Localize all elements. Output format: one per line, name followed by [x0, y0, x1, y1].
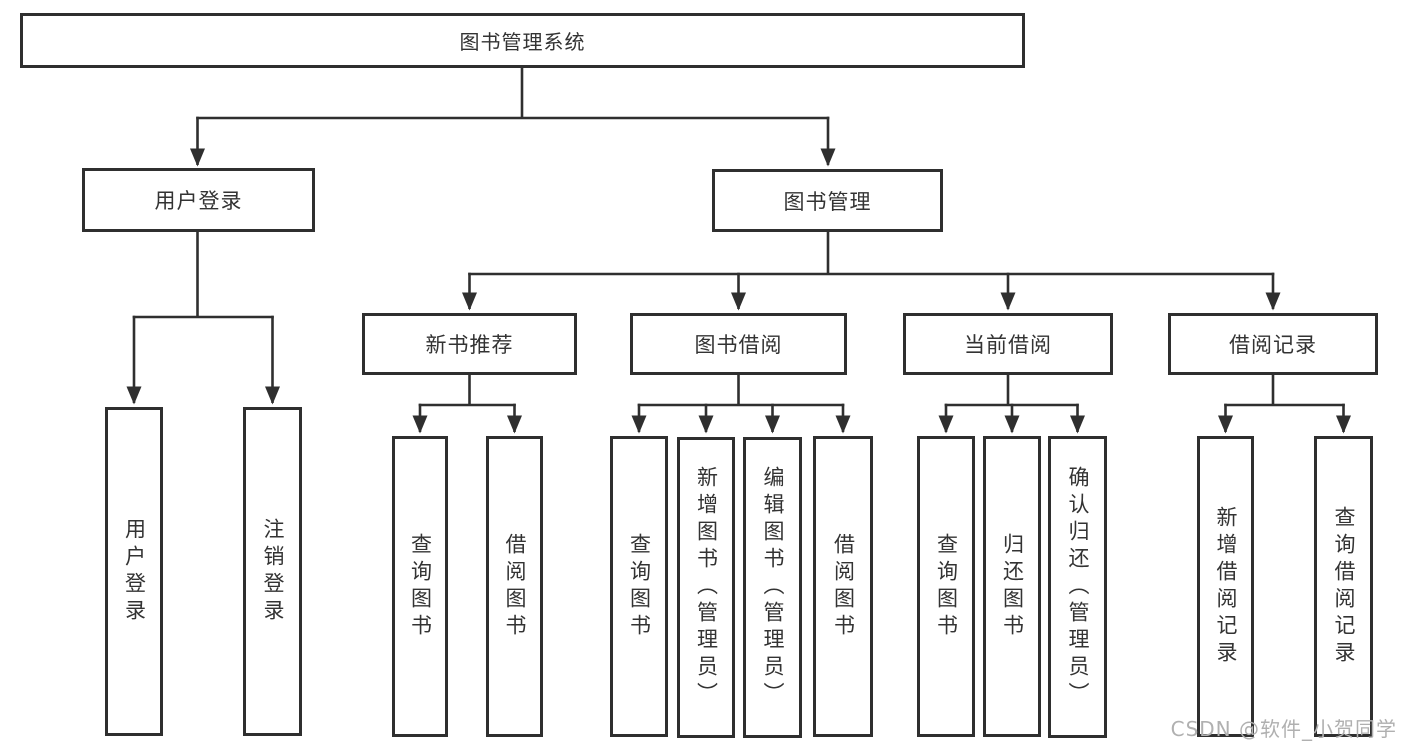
node-borrowing-records: 借阅记录: [1168, 313, 1378, 375]
node-label: 图书管理: [783, 189, 872, 214]
leaf-query-books: 查询图书: [610, 436, 668, 737]
node-label: 用户登录: [154, 189, 243, 213]
leaf-label: 查询借阅记录: [1332, 505, 1356, 668]
leaf-label: 确认归还（管理员）: [1066, 465, 1090, 709]
leaf-label: 新增借阅记录: [1214, 505, 1238, 668]
node-user-login: 用户登录: [82, 168, 315, 232]
leaf-return-books: 归还图书: [983, 436, 1041, 737]
leaf-add-books-admin: 新增图书（管理员）: [677, 437, 735, 738]
leaf-label: 查询图书: [408, 532, 433, 641]
leaf-label: 归还图书: [1000, 532, 1025, 641]
leaf-label: 编辑图书（管理员）: [761, 466, 785, 709]
leaf-label: 借阅图书: [831, 532, 856, 641]
leaf-query-books: 查询图书: [917, 436, 975, 737]
node-label: 新书推荐: [425, 333, 514, 357]
node-current-borrowing: 当前借阅: [903, 313, 1113, 375]
node-book-borrowing: 图书借阅: [630, 313, 847, 375]
node-new-book-recommendation: 新书推荐: [362, 313, 577, 375]
leaf-edit-books-admin: 编辑图书（管理员）: [743, 437, 802, 738]
node-library-management-system: 图书管理系统: [20, 13, 1025, 68]
leaf-label: 新增图书（管理员）: [694, 466, 719, 709]
csdn-watermark: CSDN @软件_小贺同学: [1170, 717, 1397, 741]
node-label: 借阅记录: [1229, 333, 1317, 357]
leaf-query-borrow-record: 查询借阅记录: [1314, 436, 1373, 737]
leaf-confirm-return-admin: 确认归还（管理员）: [1048, 436, 1107, 738]
leaf-borrow-books: 借阅图书: [486, 436, 543, 737]
leaf-label: 注销登录: [261, 517, 285, 626]
leaf-add-borrow-record: 新增借阅记录: [1197, 436, 1254, 737]
leaf-user-login: 用户登录: [105, 407, 163, 736]
node-label: 当前借阅: [964, 333, 1052, 357]
leaf-label: 用户登录: [122, 517, 147, 626]
node-label: 图书管理系统: [459, 30, 586, 54]
node-label: 图书借阅: [694, 333, 783, 357]
leaf-query-books: 查询图书: [392, 436, 448, 737]
leaf-label: 查询图书: [934, 532, 959, 641]
leaf-logout: 注销登录: [243, 407, 302, 736]
leaf-label: 借阅图书: [503, 532, 527, 641]
node-book-management: 图书管理: [712, 169, 943, 232]
leaf-label: 查询图书: [627, 532, 652, 641]
leaf-borrow-books: 借阅图书: [813, 436, 873, 737]
